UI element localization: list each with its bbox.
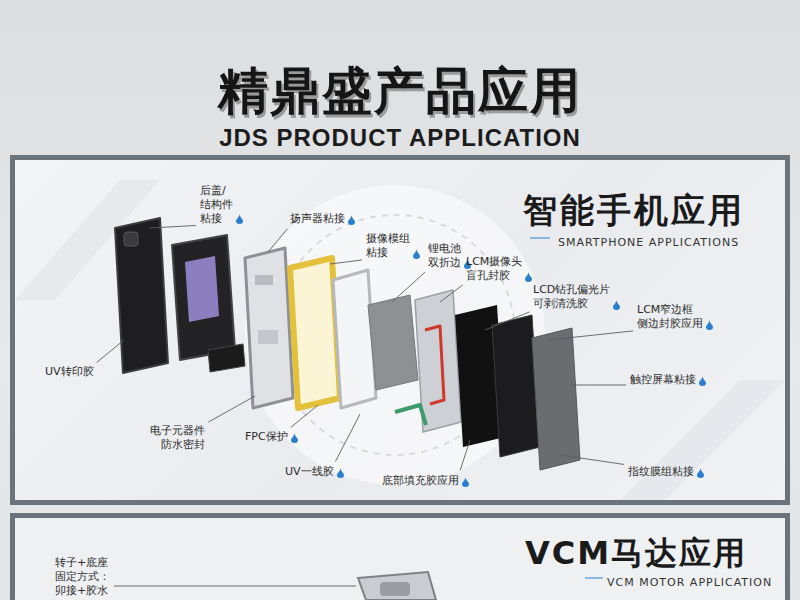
glue-drop-shape [613, 300, 620, 310]
glue-drop-icon [291, 433, 298, 443]
glue-drop-icon [613, 300, 620, 310]
leader-lines [97, 225, 633, 586]
callout-label: UV一线胶 [285, 465, 334, 479]
leader-line [268, 229, 287, 252]
callout-label: 摄像模组 粘接 [366, 232, 410, 260]
leader-line [548, 331, 633, 340]
callout-label: 转子+底座 固定方式：卯接+胶水 [55, 556, 110, 597]
panel-band: VCM马达应用VCM MOTOR APPLICATION [10, 513, 790, 600]
leader-line [460, 440, 470, 470]
glue-drop-icon [413, 249, 420, 259]
callout-label: 底部填充胶应用 [382, 474, 459, 488]
glue-drop-shape [348, 215, 355, 225]
section-subheading: SMARTPHONE APPLICATIONS [558, 236, 739, 249]
glue-drop-icon [525, 272, 532, 282]
vcm-motor-part [358, 572, 436, 600]
callout-label: FPC保护 [245, 430, 288, 444]
glue-drop-shape [462, 477, 469, 487]
leader-line [114, 586, 356, 587]
section-heading: 智能手机应用 [523, 188, 745, 234]
callout-label: 后盖/结构件 粘接 [200, 184, 233, 225]
section-subheading: VCM MOTOR APPLICATION [607, 576, 772, 589]
leader-line [150, 225, 196, 228]
leader-line [560, 455, 624, 464]
leader-line [335, 414, 360, 461]
glue-drop-icon [236, 214, 243, 224]
callout-label: 扬声器粘接 [290, 212, 345, 226]
glue-drop-shape [291, 433, 298, 443]
glue-drop-icon [706, 320, 713, 330]
glue-drop-shape [706, 320, 713, 330]
glue-drop-shape [699, 376, 706, 386]
leader-line [392, 272, 425, 302]
glue-drop-icon [699, 376, 706, 386]
glue-drop-shape [236, 214, 243, 224]
callout-label: LCM窄边框 侧边封胶应用 [637, 303, 703, 331]
glue-drop-icon [697, 468, 704, 478]
glue-drop-shape [525, 272, 532, 282]
glue-drop-shape [337, 468, 344, 478]
leader-line [572, 385, 626, 386]
section-heading: VCM马达应用 [525, 532, 747, 576]
background-decor [15, 180, 785, 578]
callout-label: 锂电池 双折边 [428, 242, 461, 270]
callout-label: LCM摄像头 盲孔封胶 [466, 255, 522, 283]
page-title: 精鼎盛产品应用 [0, 58, 800, 125]
callout-label: 电子元器件 防水密封 [150, 424, 205, 452]
leader-line [485, 312, 529, 330]
callout-label: UV转印胶 [45, 365, 94, 379]
leader-line [440, 285, 463, 302]
glue-drop-icon [348, 215, 355, 225]
exploded-phone [115, 218, 580, 470]
glue-drop-icon [462, 477, 469, 487]
leader-line [97, 340, 124, 362]
leader-line [291, 405, 318, 427]
callout-label: LCD钻孔偏光片 可剥清洗胶 [533, 283, 610, 311]
leader-line [330, 260, 362, 264]
leader-line [208, 396, 255, 422]
callout-label: 触控屏幕粘接 [630, 373, 696, 387]
panel-band: 智能手机应用 SMARTPHONE APPLICATIONS [10, 155, 790, 505]
glue-drop-shape [697, 468, 704, 478]
glue-drop-shape [413, 249, 420, 259]
callout-label: 指纹膜组粘接 [628, 465, 694, 479]
glue-drop-icon [337, 468, 344, 478]
page-subtitle: JDS PRODUCT APPLICATION [0, 124, 800, 152]
